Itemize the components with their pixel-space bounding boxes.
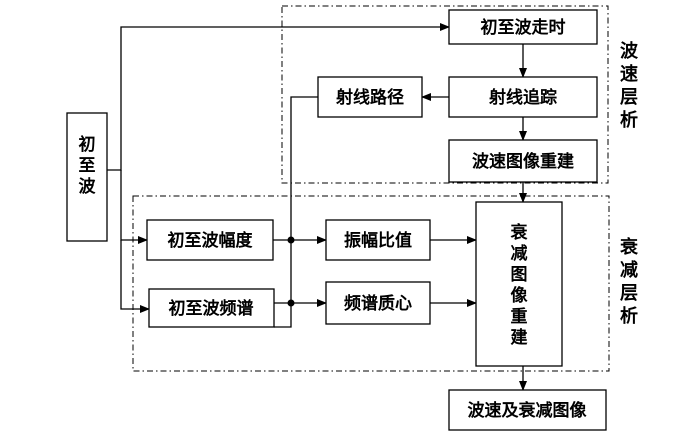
junction-spectrum [287,299,295,307]
output-box [448,389,607,431]
attenuation-reconstruction-box [475,201,563,367]
arrow-wave-to-amplitude [120,170,148,244]
ray-tracing-label: 射线追踪 [488,87,557,108]
arrow-wave-to-traveltime [107,23,450,171]
first-arrival-spectrum-label: 初至波频谱 [169,298,254,319]
ray-tracing-box [448,76,598,118]
raypath-feed-line [274,96,318,328]
amplitude-ratio-box [325,219,431,261]
first-arrival-amplitude-box [146,219,274,261]
output-label: 波速及衰减图像 [468,400,588,421]
spectral-centroid-label: 频谱质心 [344,293,412,314]
attenuation-reconstruction-label: 衰减图像重建 [510,222,529,348]
first-arrival-traveltime-box [448,9,598,45]
spectral-centroid-box [325,281,431,325]
ray-path-label: 射线路径 [335,87,404,108]
junction-amplitude [287,236,295,244]
first-arrival-amplitude-label: 初至波幅度 [168,230,254,251]
first-arrival-spectrum-box [148,288,275,328]
arrow-wave-to-spectrum [120,240,150,313]
velocity-tomography-region [281,5,609,184]
velocity-tomography-label: 波速层析 [620,40,639,131]
connectors [107,23,527,391]
ray-path-box [317,76,423,118]
amplitude-ratio-label: 振幅比值 [344,230,412,251]
velocity-reconstruction-label: 波速图像重建 [472,151,574,172]
first-arrival-wave-label: 初至波 [79,134,97,197]
attenuation-tomography-region [132,195,610,372]
first-arrival-wave-box [66,112,108,242]
attenuation-tomography-label: 衰减层析 [619,236,639,327]
first-arrival-traveltime-label: 初至波走时 [481,17,566,38]
velocity-reconstruction-box [448,139,598,183]
